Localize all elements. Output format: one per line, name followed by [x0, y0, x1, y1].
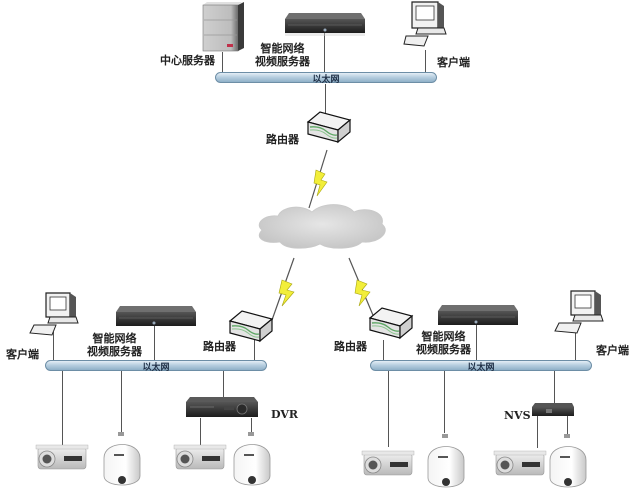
bullet-camera-icon — [173, 444, 227, 470]
wire — [567, 414, 568, 434]
wire — [444, 371, 445, 433]
router-label: 路由器 — [266, 133, 299, 146]
dvr-label: DVR — [271, 408, 299, 421]
video-server-icon — [116, 306, 196, 326]
wire — [554, 371, 555, 405]
wire — [121, 371, 122, 433]
wire — [222, 52, 223, 72]
client-label: 客户端 — [6, 348, 39, 361]
video-server-label-line1: 智能网络 — [421, 330, 466, 343]
bullet-camera-icon — [493, 450, 547, 476]
bullet-camera-icon — [361, 450, 415, 476]
wire — [254, 340, 255, 360]
router-icon — [368, 307, 414, 340]
lightning-icon — [278, 279, 295, 307]
video-server-label: 智能网络 视频服务器 — [87, 332, 142, 358]
internet-cloud-icon — [258, 204, 386, 249]
wire — [388, 371, 389, 447]
video-server-label-line2: 视频服务器 — [87, 345, 142, 358]
router-label: 路由器 — [334, 340, 367, 353]
wire — [62, 371, 63, 446]
nvs-label: NVS — [504, 409, 531, 422]
client-pc-icon — [554, 290, 604, 334]
video-server-label-line2: 视频服务器 — [255, 55, 310, 68]
ethernet-bus: 以太网 — [45, 360, 267, 373]
ethernet-bus: 以太网 — [215, 72, 437, 85]
video-server-label-line1: 智能网络 — [260, 42, 305, 55]
video-server-label: 智能网络 视频服务器 — [416, 330, 471, 356]
wire — [251, 418, 252, 434]
wire — [383, 340, 384, 360]
center-server-label: 中心服务器 — [160, 54, 215, 67]
dome-camera-icon — [103, 432, 141, 486]
client-pc-icon — [29, 292, 79, 336]
dome-camera-icon — [233, 432, 271, 486]
router-label: 路由器 — [203, 340, 236, 353]
wire — [324, 32, 325, 72]
dome-camera-icon — [549, 434, 587, 488]
ethernet-bus-label: 以太网 — [312, 75, 340, 85]
ethernet-bus: 以太网 — [370, 360, 592, 373]
video-server-label-line2: 视频服务器 — [416, 343, 471, 356]
wire — [325, 84, 326, 114]
wire — [154, 325, 155, 360]
wireless-link-right — [348, 257, 376, 321]
wire — [537, 414, 538, 448]
client-pc-icon — [403, 1, 447, 47]
center-server-icon — [202, 2, 244, 52]
wire — [200, 418, 201, 448]
router-icon — [306, 111, 352, 144]
video-server-icon — [438, 305, 518, 325]
client-label: 客户端 — [437, 56, 470, 69]
wire — [476, 325, 477, 360]
dome-camera-icon — [427, 434, 465, 488]
ethernet-bus-label: 以太网 — [467, 363, 495, 373]
video-server-label-line1: 智能网络 — [92, 332, 137, 345]
wire — [575, 330, 576, 360]
lightning-icon — [354, 279, 371, 307]
router-icon — [228, 310, 274, 343]
video-server-icon — [285, 13, 365, 36]
wire — [223, 371, 224, 399]
wire — [425, 50, 426, 72]
video-server-label: 智能网络 视频服务器 — [255, 42, 310, 68]
wire — [53, 332, 54, 360]
ethernet-bus-label: 以太网 — [142, 363, 170, 373]
dvr-icon — [186, 397, 258, 417]
nvs-icon — [532, 403, 574, 416]
lightning-icon — [313, 169, 328, 197]
client-label: 客户端 — [596, 344, 629, 357]
bullet-camera-icon — [35, 444, 89, 470]
wireless-link-top — [308, 149, 328, 209]
wireless-link-left — [271, 257, 295, 321]
